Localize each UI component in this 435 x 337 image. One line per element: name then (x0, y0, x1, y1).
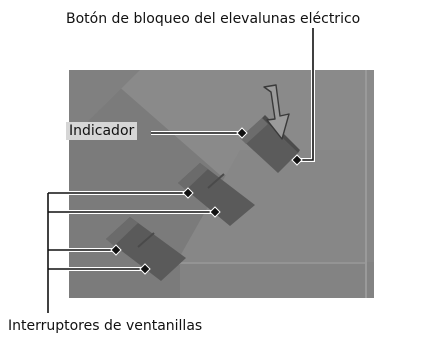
window-switches-leader (46, 187, 221, 313)
indicator-label: Indicador (66, 122, 138, 140)
lock-button-leader (291, 28, 315, 166)
window-switch-lower (106, 217, 186, 281)
down-arrow-icon (263, 84, 290, 140)
indicator-leader (151, 127, 248, 139)
door-panel (69, 70, 374, 298)
window-switch-upper (178, 163, 255, 226)
lock-button-label: Botón de bloqueo del elevalunas eléctric… (66, 11, 361, 27)
window-switches-label: Interruptores de ventanillas (8, 318, 203, 334)
